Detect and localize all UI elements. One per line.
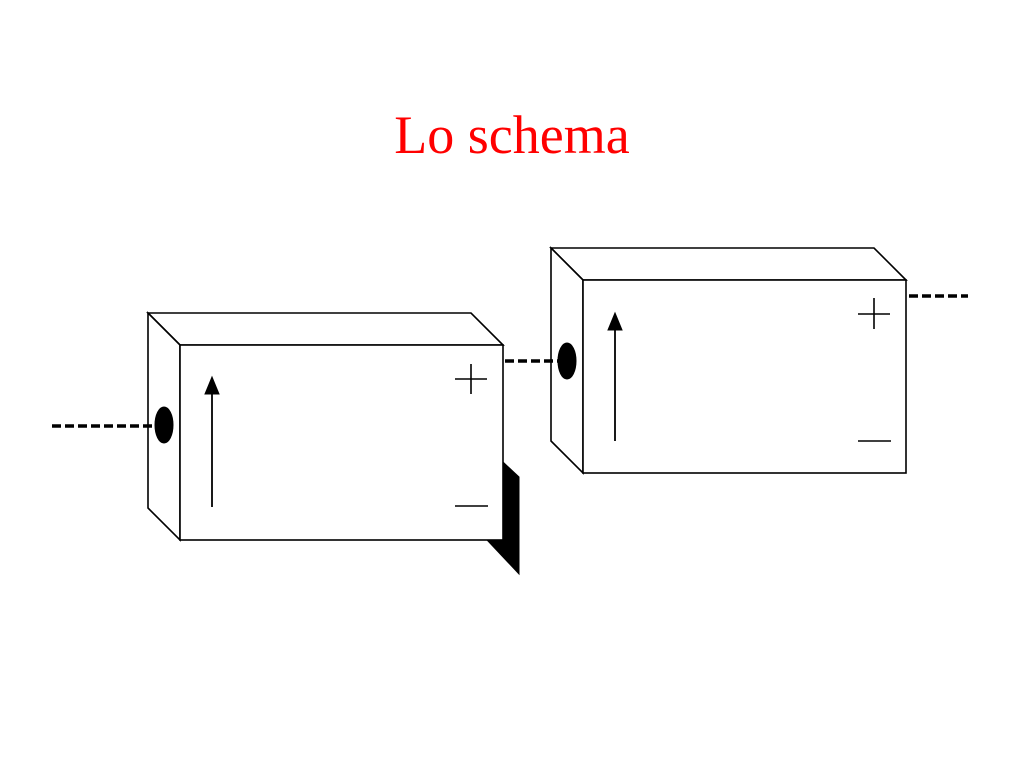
left-battery-front-face [179, 344, 504, 541]
right-battery-arrow-head [607, 311, 623, 331]
right-battery [549, 246, 908, 475]
left-battery-top-face [146, 312, 505, 346]
right-battery-plus-sign [858, 298, 890, 329]
left-battery-plus-sign [455, 364, 487, 394]
left-battery [146, 311, 520, 576]
left-battery-terminal-hole [154, 406, 174, 444]
right-battery-front-face [582, 279, 907, 474]
right-battery-top-face [549, 247, 908, 281]
left-battery-arrow-head [204, 375, 220, 395]
slide-title: Lo schema [394, 105, 630, 165]
right-battery-terminal-hole [557, 342, 577, 380]
